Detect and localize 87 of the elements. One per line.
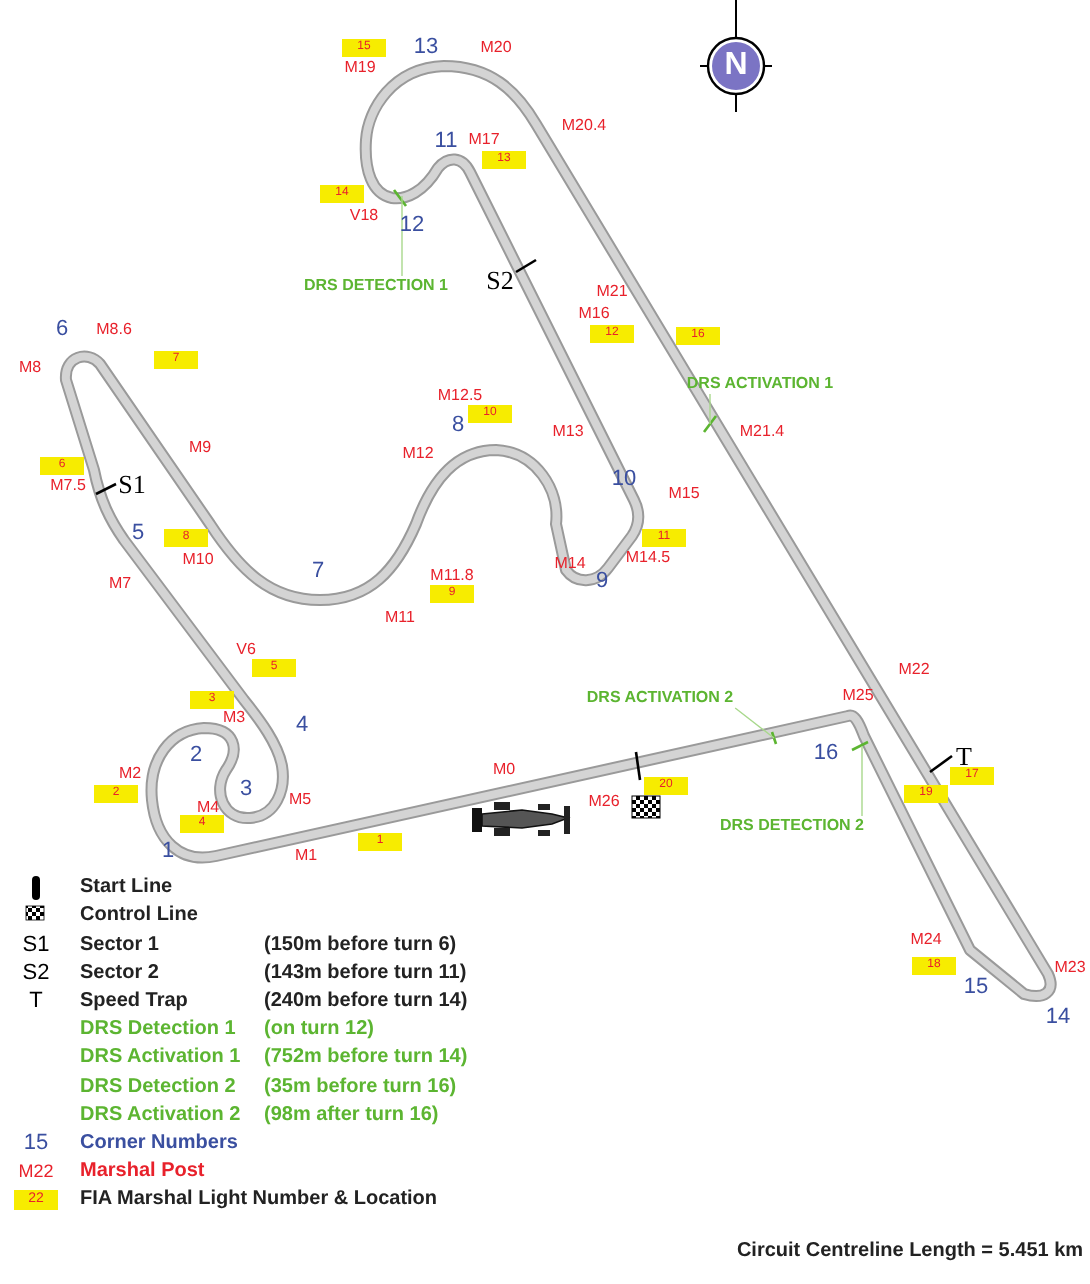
drs-label: DRS DETECTION 2 [718,816,866,836]
marshal-post-label: M11 [385,610,415,626]
marshal-post-label: M23 [1054,960,1086,976]
leader-line [861,745,863,817]
legend-label: DRS Detection 2 [80,1078,236,1098]
legend-note: (150m before turn 6) [264,936,457,956]
corner-number: 12 [399,215,425,237]
legend-label: Start Line [80,878,173,898]
marshal-post-label: M25 [842,688,874,704]
legend-label: Sector 1 [80,936,159,956]
marshal-post-label: M2 [118,766,142,782]
legend-symbol: S1 [22,935,50,957]
corner-number: 9 [595,571,609,593]
corner-number: 3 [239,779,253,801]
corner-number: 2 [189,745,203,767]
marshal-post-label: M26 [588,794,620,810]
marshal-post-label: M15 [668,486,700,502]
leader-line [709,393,711,425]
corner-number: 14 [1045,1007,1071,1029]
corner-number: 11 [434,131,458,153]
length-note: Circuit Centreline Length = 5.451 km [736,1242,1084,1262]
compass-letter: N [724,50,748,82]
corner-number: 8 [451,415,465,437]
marshal-post-label: V18 [349,208,379,224]
corner-number: 16 [813,743,839,765]
legend-label: FIA Marshal Light Number & Location [80,1190,438,1210]
corner-number: 13 [413,37,439,59]
sector-label: T [956,743,972,769]
marshal-post-label: M14 [554,556,586,572]
leader-line [734,707,775,739]
marshal-post-label: M17 [468,132,500,148]
legend-label: Corner Numbers [80,1134,238,1154]
sector-label: S1 [118,471,146,497]
corner-number: 1 [161,841,175,863]
marshal-post-label: M0 [492,762,516,778]
marshal-post-label: M5 [288,792,312,808]
legend-label: Speed Trap [80,992,188,1012]
legend-symbol: 15 [23,1133,49,1155]
legend-note: (98m after turn 16) [264,1106,439,1126]
marshal-post-label: M13 [552,424,584,440]
corner-number: 10 [611,469,637,491]
corner-number: 6 [55,319,69,341]
legend-note: (752m before turn 14) [264,1048,468,1068]
legend-label: Control Line [80,906,198,926]
sector-label: S2 [486,267,514,293]
marshal-post-label: M4 [196,800,220,816]
marshal-post-label: M8 [18,360,42,376]
legend-label: Sector 2 [80,964,159,984]
marshal-post-label: V6 [236,642,256,658]
legend-note: (35m before turn 16) [264,1078,457,1098]
drs-label: DRS ACTIVATION 1 [684,374,836,394]
marshal-post-label: M3 [222,710,246,726]
drs-label: DRS DETECTION 1 [302,276,450,296]
marshal-post-label: M20.4 [561,118,607,134]
corner-number: 15 [963,977,989,999]
marshal-post-label: M16 [578,306,610,322]
leader-line [401,195,403,277]
marshal-post-label: M9 [188,440,212,456]
marshal-post-label: M21.4 [739,424,785,440]
marshal-post-label: M7.5 [50,478,86,494]
legend-label: Marshal Post [80,1162,205,1182]
marshal-post-label: M20 [480,40,512,56]
legend-note: (on turn 12) [264,1020,374,1040]
marshal-post-label: M21 [596,284,628,300]
marshal-post-label: M19 [344,60,376,76]
legend-note: (143m before turn 11) [264,964,467,984]
drs-label: DRS ACTIVATION 2 [584,688,736,708]
marshal-post-label: M1 [294,848,318,864]
corner-number: 5 [131,523,145,545]
marshal-post-label: M22 [898,662,930,678]
marshal-post-label: M24 [910,932,942,948]
marshal-post-label: M12 [402,446,434,462]
legend-note: (240m before turn 14) [264,992,468,1012]
marshal-post-label: M8.6 [96,322,132,338]
marshal-post-label: M10 [182,552,214,568]
corner-number: 4 [295,715,309,737]
legend-label: DRS Detection 1 [80,1020,236,1040]
marshal-post-label: M14.5 [625,550,671,566]
legend-symbol: S2 [22,963,50,985]
marshal-post-label: M11.8 [430,568,474,584]
legend-symbol: M22 [18,1163,54,1181]
legend-label: DRS Activation 2 [80,1106,241,1126]
marshal-post-label: M12.5 [437,388,483,404]
legend-symbol: T [29,991,43,1013]
marshal-post-label: M7 [108,576,132,592]
corner-number: 7 [311,561,325,583]
legend-label: DRS Activation 1 [80,1048,241,1068]
